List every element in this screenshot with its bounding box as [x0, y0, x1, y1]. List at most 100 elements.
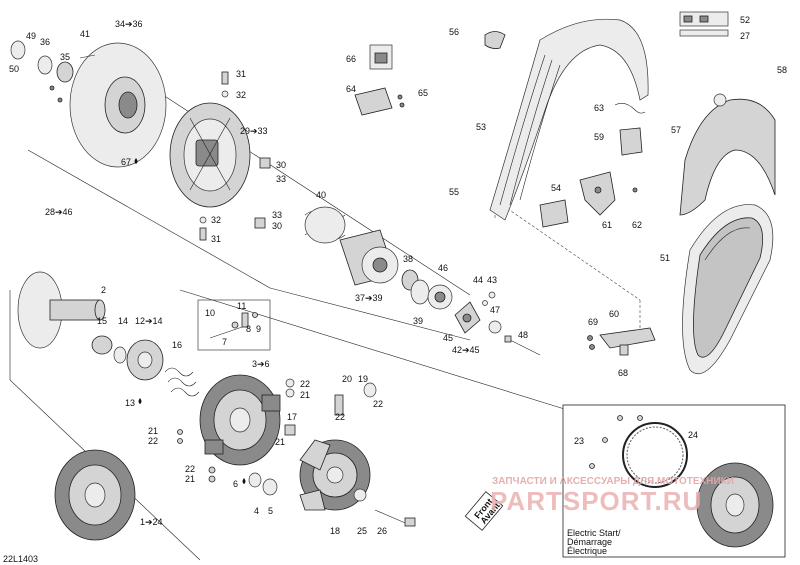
callout: 39	[413, 316, 423, 326]
callout: 38	[403, 254, 413, 264]
callout: 46	[438, 263, 448, 273]
sheave-washers	[10, 40, 96, 103]
callout: 66	[346, 54, 356, 64]
front-tag: Front Avant	[464, 491, 504, 531]
roller-parts	[334, 382, 377, 416]
callout: 54	[551, 183, 561, 193]
callout: 3➔6	[252, 359, 270, 369]
caption-line1: Electric Start/	[567, 528, 621, 538]
callout: 22	[373, 399, 383, 409]
callout: 23	[574, 436, 584, 446]
drive-movable-sheave	[199, 374, 281, 466]
callout: 37➔39	[355, 293, 383, 303]
callout: 19	[358, 374, 368, 384]
drive-belt	[682, 204, 774, 375]
callout: 10	[205, 308, 215, 318]
callout: 32	[236, 90, 246, 100]
warning-sticker	[369, 44, 393, 70]
callout: 22	[185, 464, 195, 474]
bolt-26	[353, 488, 416, 527]
callout: 64	[346, 84, 356, 94]
callout: 44	[473, 275, 483, 285]
bracket-54	[539, 199, 569, 228]
callout: 58	[777, 65, 787, 75]
callout: 31	[211, 234, 221, 244]
belt-guard	[484, 18, 649, 221]
callout: 41	[80, 29, 90, 39]
callout: 1➔24	[140, 517, 163, 527]
callout: 61	[602, 220, 612, 230]
oil-drop-icon	[134, 158, 138, 164]
callout: 27	[740, 31, 750, 41]
callout: 36	[40, 37, 50, 47]
callout: 30	[272, 221, 282, 231]
lever-assembly	[197, 299, 271, 351]
cam-bolts	[199, 71, 271, 241]
electric-start-inset	[562, 404, 786, 558]
callout: 21	[185, 474, 195, 484]
oil-drop-markers	[134, 158, 246, 484]
callout: 40	[316, 190, 326, 200]
callout: 34➔36	[115, 19, 143, 29]
callout: 57	[671, 125, 681, 135]
callout: 29➔33	[240, 126, 268, 136]
callout: 63	[594, 103, 604, 113]
callout: 55	[449, 187, 459, 197]
callout: 35	[60, 52, 70, 62]
bracket-60	[587, 327, 656, 356]
callout: 18	[330, 526, 340, 536]
drive-spring	[164, 367, 200, 397]
bracket-45	[454, 291, 541, 356]
callout: 2	[101, 285, 106, 295]
callout: 15	[97, 316, 107, 326]
driven-spring	[304, 206, 346, 244]
callout: 42➔45	[452, 345, 480, 355]
guard-cover	[679, 93, 776, 216]
callout: 48	[518, 330, 528, 340]
callout: 52	[740, 15, 750, 25]
callout: 43	[487, 275, 497, 285]
callout: 62	[632, 220, 642, 230]
callout: 59	[594, 132, 604, 142]
spider-assembly	[299, 439, 371, 511]
caption-line3: Électrique	[567, 546, 607, 556]
caption-line2: Démarrage	[567, 537, 612, 547]
driven-cam-assembly	[339, 229, 399, 286]
callout: 24	[688, 430, 698, 440]
callout: 6	[233, 479, 238, 489]
callout: 30	[276, 160, 286, 170]
callout: 32	[211, 215, 221, 225]
callout: 22	[300, 379, 310, 389]
decal-52-27	[679, 11, 729, 37]
callout: 22	[148, 436, 158, 446]
callout: 8	[246, 324, 251, 334]
callout: 53	[476, 122, 486, 132]
callout: 4	[254, 506, 259, 516]
callout: 26	[377, 526, 387, 536]
callout-labels: 49 50 36 35 41 34➔36 31 32 29➔33 67 30 3…	[9, 15, 787, 536]
secondary-sheave	[69, 42, 167, 168]
callout: 60	[609, 309, 619, 319]
callout: 21	[300, 390, 310, 400]
callout: 21	[148, 426, 158, 436]
watermark-brand: PARTSPORT.RU	[490, 486, 702, 516]
watermark: ЗАПЧАСТИ И АКСЕССУАРЫ ДЛЯ МОТОТЕХНИКИ PA…	[490, 476, 734, 516]
callout: 20	[342, 374, 352, 384]
callout: 21	[275, 437, 285, 447]
drive-clutch	[54, 449, 136, 541]
callout: 28➔46	[45, 207, 73, 217]
callout: 68	[618, 368, 628, 378]
callout: 5	[268, 506, 273, 516]
callout: 11	[237, 301, 246, 311]
callout: 67	[121, 157, 131, 167]
bracket-64	[354, 87, 405, 116]
diagram-code: 22L1403	[3, 554, 38, 564]
callout: 7	[222, 337, 227, 347]
callout: 69	[588, 317, 598, 327]
inset-caption: Electric Start/ Démarrage Électrique	[567, 528, 621, 556]
driven-cam	[169, 102, 251, 208]
watermark-top: ЗАПЧАСТИ И АКСЕССУАРЫ ДЛЯ МОТОТЕХНИКИ	[492, 476, 734, 487]
callout: 50	[9, 64, 19, 74]
drive-bearing-parts	[91, 335, 164, 381]
